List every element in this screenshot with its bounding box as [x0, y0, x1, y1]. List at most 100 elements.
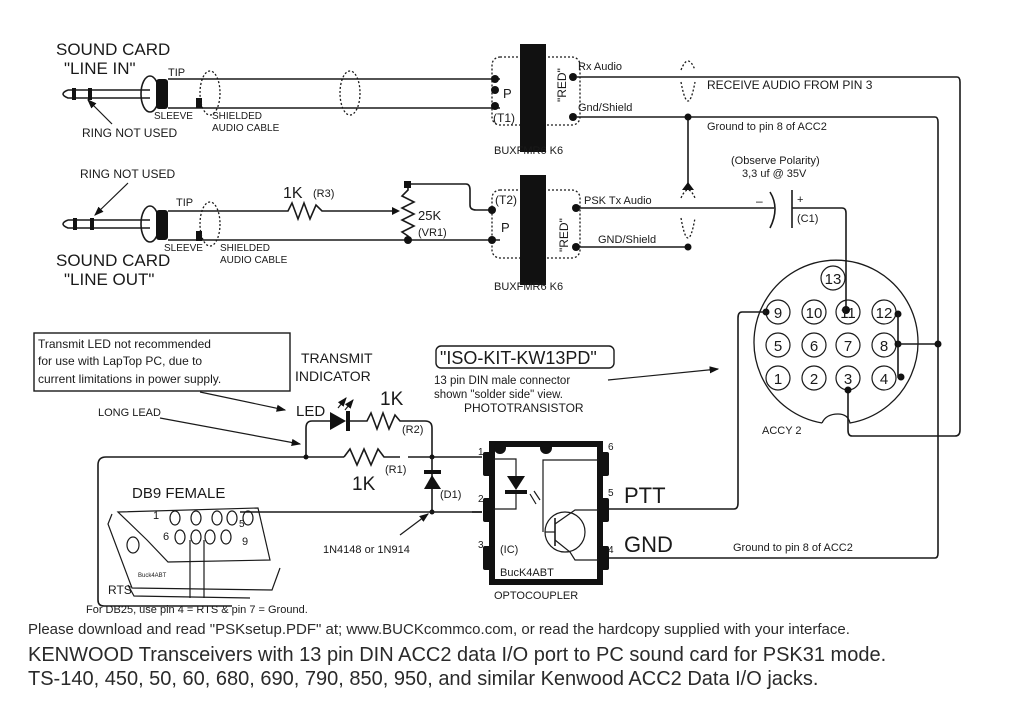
t1-out1-label: Rx Audio	[578, 61, 622, 73]
wire-ptt	[609, 480, 739, 510]
opto-maker: BucK4ABT	[500, 567, 554, 579]
line-out-title: SOUND CARD	[56, 251, 170, 270]
opto-pin6: 6	[608, 442, 614, 453]
t1-secondary-label: "RED"	[555, 68, 569, 102]
acc2-pin-4	[871, 365, 897, 391]
line-in-title: SOUND CARD	[56, 40, 170, 59]
download-instructions: Please download and read "PSKsetup.PDF" …	[28, 621, 850, 638]
c1-ref: (C1)	[797, 213, 818, 225]
t1-out2-label: Gnd/Shield	[578, 102, 632, 114]
line-out-tip-label: TIP	[176, 197, 193, 209]
optocoupler-bottom-label: OPTOCOUPLER	[494, 590, 578, 602]
line-in-sleeve-label: SLEEVE	[154, 111, 193, 122]
c1-polarity-note: (Observe Polarity)	[731, 155, 820, 167]
ground-note-top: Ground to pin 8 of ACC2	[707, 121, 827, 133]
resistor-r3: 1K (R3)	[283, 185, 400, 222]
line-in-ring-note: RING NOT USED	[82, 126, 177, 140]
t1-part-number: BUXFMR6 K6	[494, 145, 563, 157]
transformer-t2: (T2) P "RED" BUXFMR6 K6 PSK Tx Audio GND…	[488, 175, 656, 293]
compatible-models-line: TS-140, 450, 50, 60, 680, 690, 790, 850,…	[28, 668, 819, 690]
acc2-pin-7	[835, 332, 861, 358]
vr1-ref: (VR1)	[418, 227, 447, 239]
r3-ref: (R3)	[313, 188, 334, 200]
rx-audio-note: RECEIVE AUDIO FROM PIN 3	[707, 78, 873, 92]
c1-value-note: 3,3 uf @ 35V	[742, 168, 807, 180]
line-in-subtitle: "LINE IN"	[64, 59, 136, 78]
wire-gnd	[609, 420, 939, 559]
optocoupler-top-label: PHOTOTRANSISTOR	[464, 401, 584, 415]
db9-title: DB9 FEMALE	[132, 485, 225, 502]
acc2-pin-label-1: 1	[774, 371, 782, 388]
acc2-pin-label-2: 2	[810, 371, 818, 388]
acc2-pin-label-6: 6	[810, 338, 818, 355]
db9-socket-6	[174, 529, 186, 545]
db9-socket-1	[169, 510, 181, 526]
acc2-pin-label-7: 7	[844, 338, 852, 355]
c1-plus: +	[797, 194, 803, 206]
db9-brand: Buck4ABT	[138, 573, 167, 579]
t2-out2-label: GND/Shield	[598, 234, 656, 246]
acc2-pin-6	[801, 332, 827, 358]
resistor-r1: 1K (R1)	[343, 446, 408, 495]
led-note-line1: Transmit LED not recommended	[38, 337, 211, 351]
acc2-pin-label-3: 3	[844, 371, 852, 388]
acc2-pin-label-9: 9	[774, 305, 782, 322]
db9-pin9-label: 9	[242, 536, 248, 548]
db9-socket-3	[211, 510, 223, 526]
gnd-label: GND	[624, 532, 673, 557]
db9-socket-2	[190, 510, 202, 526]
d1-ref: (D1)	[440, 489, 461, 501]
acc2-pin-label-13: 13	[825, 271, 842, 288]
db9-socket-9	[220, 529, 232, 545]
r1-value: 1K	[352, 474, 376, 495]
potentiometer-vr1: 25K (VR1)	[400, 181, 492, 244]
line-out-cable-label2: AUDIO CABLE	[220, 255, 288, 266]
connector-note-line1: 13 pin DIN male connector	[434, 375, 570, 387]
acc2-pin-2	[801, 365, 827, 391]
transmit-indicator-label: TRANSMIT	[301, 350, 373, 366]
acc2-pin-label-5: 5	[774, 338, 782, 355]
opto-pin1: 1	[478, 447, 484, 458]
t2-ref: (T2)	[495, 193, 517, 207]
acc2-pin-11	[835, 299, 861, 325]
led-warning-note: Transmit LED not recommended for use wit…	[33, 332, 291, 412]
r1-ref: (R1)	[385, 464, 406, 476]
resistor-r2: 1K (R2)	[350, 389, 433, 457]
db9-socket-4	[226, 510, 238, 526]
line-in-cable-label2: AUDIO CABLE	[212, 123, 280, 134]
line-in-cable-label: SHIELDED	[212, 111, 262, 122]
db9-pin1-label: 1	[153, 510, 159, 522]
acc2-pin-1	[765, 365, 791, 391]
acc2-pin-13	[820, 265, 846, 291]
db9-socket-5	[242, 510, 254, 526]
db9-socket-8	[204, 529, 216, 545]
line-in-jack: SOUND CARD "LINE IN" TIP SLEEVE SHIELDED…	[56, 40, 500, 140]
t1-ref: (T1)	[493, 111, 515, 125]
led-note-line3: current limitations in power supply.	[38, 372, 221, 386]
t2-part-number: BUXFMR6 K6	[494, 281, 563, 293]
wire-long-lead	[97, 456, 482, 607]
wire-gnd-shield-top	[577, 116, 939, 420]
r2-value: 1K	[380, 389, 404, 410]
r3-value: 1K	[283, 185, 303, 202]
opto-pin4: 4	[608, 545, 614, 556]
t2-primary-label: P	[501, 220, 510, 235]
transmit-led	[305, 397, 354, 457]
led-note-line2: for use with LapTop PC, due to	[38, 354, 202, 368]
r2-ref: (R2)	[402, 424, 423, 436]
db9-rts-label: RTS	[108, 583, 132, 597]
acc2-label: ACCY 2	[762, 425, 802, 437]
acc2-pin-label-11: 11	[840, 305, 856, 322]
opto-pin3: 3	[478, 540, 484, 551]
d1-part: 1N4148 or 1N914	[323, 544, 410, 556]
acc2-pin-label-10: 10	[806, 305, 823, 322]
acc2-pin-5	[765, 332, 791, 358]
vr1-value: 25K	[418, 208, 441, 223]
acc2-pin-label-12: 12	[876, 305, 893, 322]
kit-name: "ISO-KIT-KW13PD"	[440, 348, 597, 368]
c1-minus: –	[756, 194, 763, 208]
opto-pin5: 5	[608, 488, 614, 499]
db25-note: For DB25, use pin 4 = RTS & pin 7 = Grou…	[86, 604, 308, 616]
line-out-jack: RING NOT USED TIP SLEEVE SHIELDED AUDIO …	[56, 167, 500, 289]
